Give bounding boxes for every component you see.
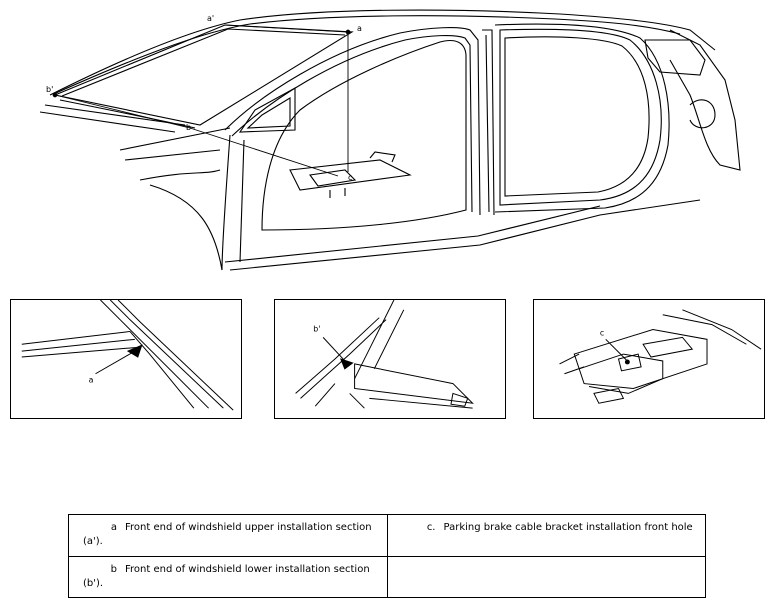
legend-row: a Front end of windshield upper installat… bbox=[68, 514, 706, 557]
legend-table: a Front end of windshield upper installat… bbox=[68, 514, 706, 598]
legend-text: Parking brake cable bracket installation… bbox=[443, 522, 693, 533]
label-c: c bbox=[348, 173, 352, 182]
label-a-prime: a' bbox=[207, 14, 214, 23]
label-a: a bbox=[357, 24, 362, 33]
legend-cell: c. Parking brake cable bracket installati… bbox=[386, 514, 706, 557]
legend-row: b Front end of windshield lower installat… bbox=[68, 555, 706, 598]
detail-view-windshield-lower: b' bbox=[274, 299, 506, 419]
detail-label-a: a bbox=[89, 376, 94, 385]
legend-text: Front end of windshield upper installati… bbox=[125, 522, 372, 533]
legend-cell-empty bbox=[386, 555, 706, 598]
detail-view-windshield-upper: a bbox=[10, 299, 242, 419]
rear-door-opening bbox=[499, 28, 662, 206]
label-b: b bbox=[186, 123, 191, 132]
leader-lines bbox=[54, 24, 349, 177]
legend-key-alt: (b'). bbox=[83, 577, 104, 589]
legend-key-alt: (a'). bbox=[83, 536, 103, 547]
a-pillar bbox=[224, 27, 481, 216]
label-b-prime: b' bbox=[46, 85, 53, 94]
detail-label-b-prime: b' bbox=[313, 324, 320, 333]
legend-cell: a Front end of windshield upper installat… bbox=[68, 514, 388, 557]
vehicle-body-illustration: a' a b' b c bbox=[39, 9, 741, 271]
legend-text: Front end of windshield lower installati… bbox=[125, 563, 370, 575]
legend-cell: b Front end of windshield lower installat… bbox=[68, 555, 388, 598]
detail-view-parking-brake-bracket: c bbox=[533, 299, 765, 419]
detail-label-c: c bbox=[600, 328, 604, 337]
legend-key: b bbox=[110, 563, 117, 575]
legend-key: a bbox=[110, 522, 117, 533]
roof-outline bbox=[49, 9, 716, 96]
legend-key: c. bbox=[426, 522, 436, 533]
windshield-outline bbox=[53, 24, 354, 126]
